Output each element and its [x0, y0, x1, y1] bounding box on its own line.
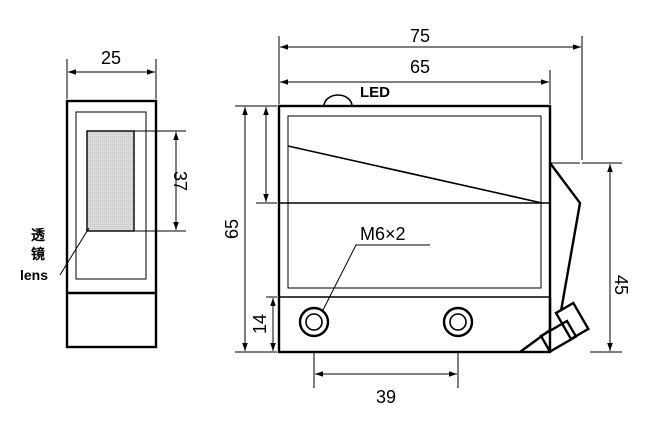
overall-width-value: 75 [410, 26, 430, 46]
total-height-value: 45 [611, 275, 631, 295]
led-label: LED [360, 84, 390, 101]
front-body-outer [277, 104, 552, 354]
mounting-hole-right [442, 306, 474, 338]
mounting-hole-left [298, 306, 330, 338]
front-body-inner [287, 115, 542, 289]
side-view-outer-body [65, 99, 158, 349]
front-right-wedge [549, 162, 582, 312]
side-width-value: 25 [101, 48, 121, 68]
front-view: LED M6×2 75 65 [222, 26, 631, 407]
side-view-inner-frame [75, 111, 147, 280]
cable-connector [539, 301, 590, 354]
lens-label-cn-1: 透 [31, 227, 46, 243]
lens-label-en: lens [20, 267, 48, 283]
led-indicator [323, 94, 353, 107]
lens-label-cn-2: 镜 [31, 246, 45, 262]
screw-leader-line [321, 244, 430, 313]
lens-height-value: 37 [170, 171, 190, 191]
lens-window [86, 130, 135, 232]
hole-spacing-value: 39 [376, 387, 396, 407]
side-view: 25 37 透 镜 lens [20, 48, 190, 349]
body-height-value: 65 [222, 219, 242, 239]
front-diagonal-line [287, 145, 543, 204]
body-width-value: 65 [410, 57, 430, 77]
screw-label: M6×2 [360, 224, 406, 244]
lens-leader-line [59, 227, 90, 276]
base-height-value: 14 [250, 314, 270, 334]
